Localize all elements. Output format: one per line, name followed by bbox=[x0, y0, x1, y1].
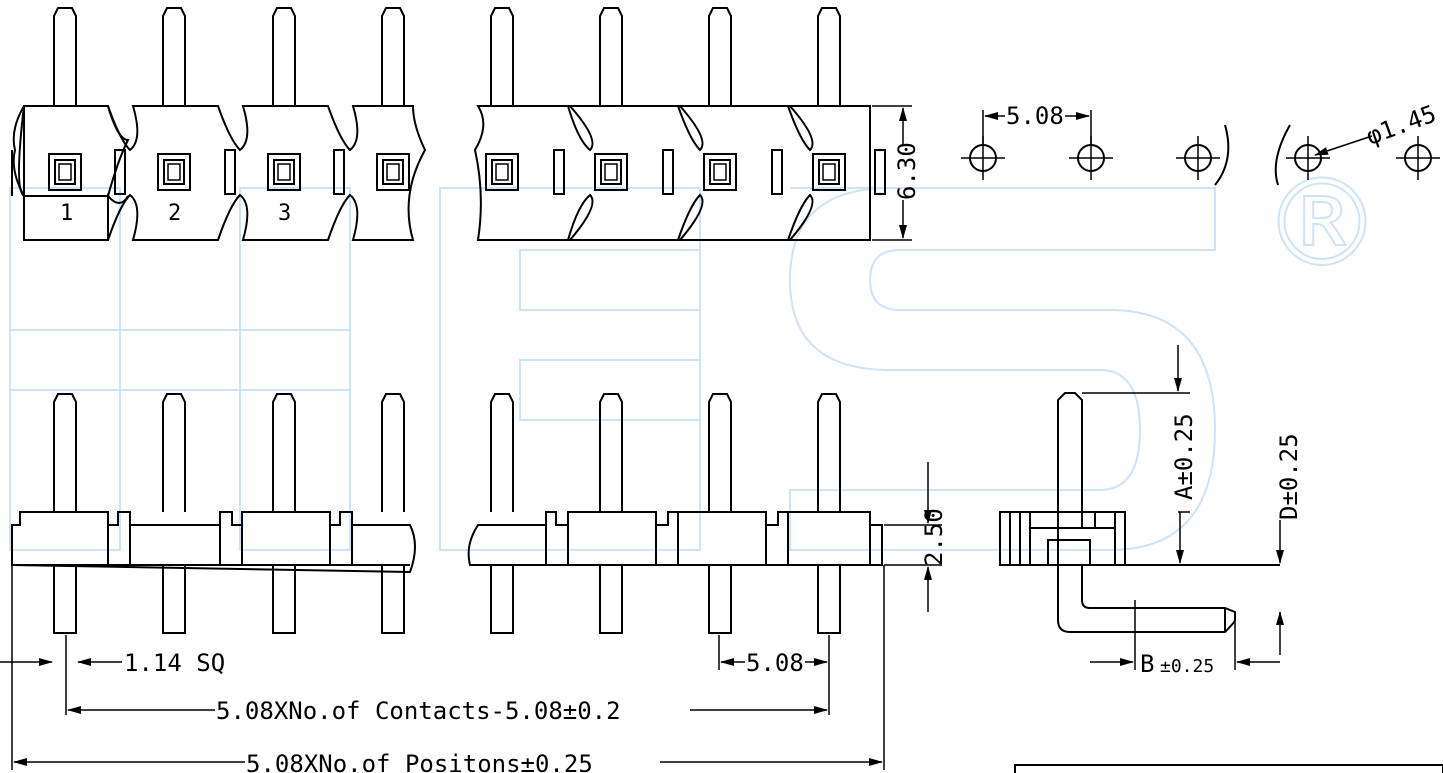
dim-positions-length: 5.08XNo.of Positons±0.25 bbox=[246, 750, 593, 773]
pin-square-core bbox=[58, 163, 72, 181]
pin-square-inner bbox=[273, 159, 295, 185]
dim-pin-square: 1.14 SQ bbox=[124, 649, 225, 677]
pin-square-inner bbox=[54, 159, 76, 185]
pin-square-core bbox=[167, 163, 181, 181]
pin-square bbox=[48, 153, 82, 191]
body-slot bbox=[333, 149, 345, 195]
front-pin-lower bbox=[817, 564, 841, 634]
front-pin-upper bbox=[490, 393, 514, 512]
pin-square-inner bbox=[382, 159, 404, 185]
front-pin-upper bbox=[162, 393, 186, 512]
pin-square-core bbox=[386, 163, 400, 181]
pin-square-inner bbox=[491, 159, 513, 185]
front-pin-lower bbox=[708, 564, 732, 634]
body-slot bbox=[874, 149, 886, 195]
pin-square-inner bbox=[709, 159, 731, 185]
pin-square bbox=[703, 153, 737, 191]
front-pin-lower bbox=[53, 564, 77, 634]
side-view: A±0.25 D±0.25 B ±0.25 bbox=[999, 345, 1303, 678]
front-pin-lower bbox=[599, 564, 623, 634]
top-pin bbox=[490, 7, 514, 106]
pin-square bbox=[594, 153, 628, 191]
dim-body-height: 6.30 bbox=[893, 142, 921, 200]
pin-square bbox=[157, 153, 191, 191]
top-pin bbox=[162, 7, 186, 106]
top-pin bbox=[381, 7, 405, 106]
pin-square bbox=[485, 153, 519, 191]
front-pin-upper bbox=[272, 393, 296, 512]
top-pin bbox=[599, 7, 623, 106]
front-pin-lower bbox=[272, 564, 296, 634]
dim-b-letter: B bbox=[1140, 650, 1154, 678]
body-slot bbox=[771, 149, 783, 195]
front-pin-lower bbox=[381, 564, 405, 634]
body-slot bbox=[114, 149, 126, 195]
pin-square-core bbox=[822, 163, 836, 181]
top-pin bbox=[272, 7, 296, 106]
pin-square-core bbox=[495, 163, 509, 181]
pin-square bbox=[267, 153, 301, 191]
dim-b-tolerance: ±0.25 bbox=[1160, 656, 1214, 677]
top-pin bbox=[708, 7, 732, 106]
dim-pitch-top: 5.08 bbox=[1006, 102, 1064, 130]
front-pin-lower bbox=[490, 564, 514, 634]
top-pin bbox=[53, 7, 77, 106]
pin-square-core bbox=[277, 163, 291, 181]
dim-body-thickness: 2.50 bbox=[920, 508, 948, 566]
front-pin-upper bbox=[817, 393, 841, 512]
pin-square-inner bbox=[818, 159, 840, 185]
dim-hole-diameter: φ1.45 bbox=[1362, 100, 1439, 151]
front-pin-lower bbox=[162, 564, 186, 634]
front-view: 2.50 1.14 SQ 5.08 5.08XNo.of Contacts-5.… bbox=[0, 393, 948, 773]
pin-square-core bbox=[604, 163, 618, 181]
pin-number-2: 2 bbox=[168, 201, 181, 226]
dim-contacts-length: 5.08XNo.of Contacts-5.08±0.2 bbox=[216, 697, 621, 725]
pin-square bbox=[812, 153, 846, 191]
top-view: 1 2 3 6.30 bbox=[11, 7, 921, 241]
pin-square-core bbox=[713, 163, 727, 181]
front-pin-upper bbox=[708, 393, 732, 512]
dim-d: D±0.25 bbox=[1275, 433, 1303, 520]
front-pin-upper bbox=[381, 393, 405, 512]
registered-mark: ® bbox=[1262, 155, 1382, 294]
body-slot bbox=[662, 149, 674, 195]
pin-square-inner bbox=[163, 159, 185, 185]
watermark-logo: ® bbox=[9, 154, 1383, 551]
front-pin-upper bbox=[599, 393, 623, 512]
pin-square-inner bbox=[600, 159, 622, 185]
body-slot bbox=[224, 149, 236, 195]
body-slot bbox=[553, 149, 565, 195]
table-frame bbox=[1014, 764, 1443, 773]
pin-number-3: 3 bbox=[278, 201, 291, 226]
dim-pitch-bottom: 5.08 bbox=[746, 649, 804, 677]
pin-number-1: 1 bbox=[60, 201, 73, 226]
pin-square bbox=[376, 153, 410, 191]
dim-a: A±0.25 bbox=[1170, 413, 1198, 500]
top-pin bbox=[817, 7, 841, 106]
front-pin-upper bbox=[53, 393, 77, 512]
